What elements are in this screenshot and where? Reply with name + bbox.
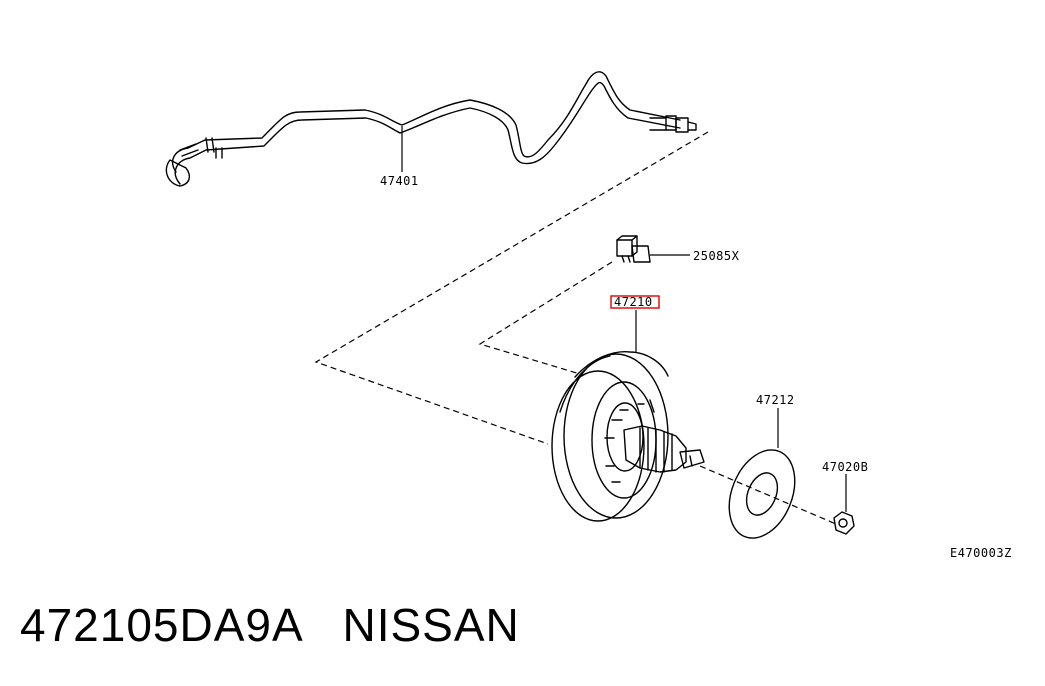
- gasket-drawing: [728, 449, 796, 539]
- assembly-line-switch: [478, 261, 613, 375]
- assembly-line-tube: [314, 131, 709, 445]
- callout-47210: 47210: [614, 295, 653, 309]
- assembly-line-nut: [699, 465, 837, 525]
- callout-25085x: 25085X: [693, 249, 740, 263]
- switch-drawing: [616, 235, 651, 263]
- caption-part-number: 472105DA9A: [20, 599, 302, 651]
- nut-drawing: [833, 511, 855, 535]
- caption: 472105DA9A NISSAN: [20, 598, 520, 652]
- callout-47401: 47401: [380, 174, 419, 188]
- caption-brand: NISSAN: [342, 599, 520, 651]
- parts-diagram: 47401 25085X 47210 47212 47020B E470003Z: [165, 71, 1012, 560]
- booster-drawing: [551, 351, 705, 522]
- brake-tube-drawing: [165, 71, 697, 187]
- diagram-code: E470003Z: [950, 546, 1012, 560]
- callout-47020b: 47020B: [822, 460, 868, 474]
- booster-highlight-box: [610, 295, 660, 309]
- callout-47212: 47212: [756, 393, 795, 407]
